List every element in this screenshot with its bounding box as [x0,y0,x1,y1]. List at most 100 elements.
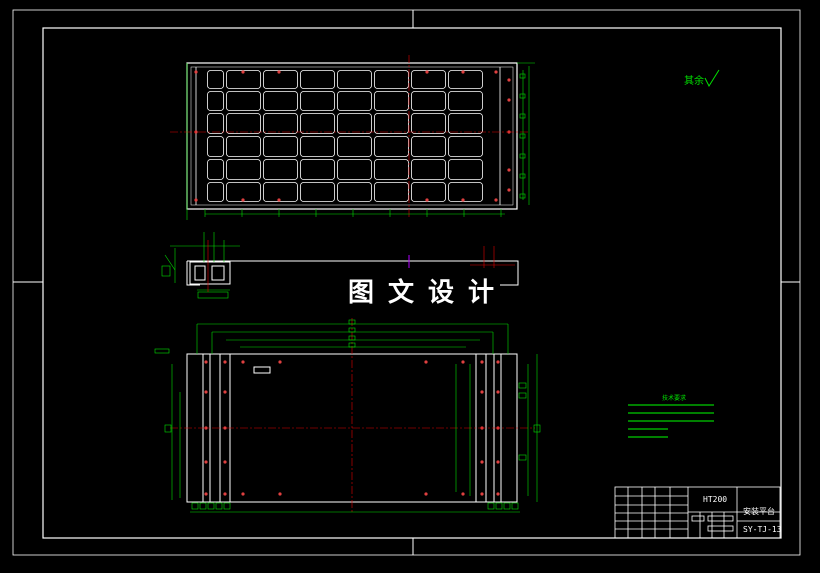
dim-box [199,502,207,510]
plan-hole [480,360,484,364]
tech-note-line [628,428,668,430]
mounting-hole [277,70,281,74]
plan-hole [204,360,208,364]
plan-hole [223,460,227,464]
title-block-drawing-code: SY-TJ-13 [743,525,782,534]
plan-hole [496,390,500,394]
plan-hole [424,360,428,364]
dim-box [519,113,526,119]
grid-pocket [226,91,261,111]
grid-pocket [374,159,409,180]
grid-pocket [411,70,446,89]
plan-hole [278,492,282,496]
grid-pocket [337,136,372,157]
grid-pocket [263,182,298,202]
grid-pocket [337,113,372,134]
dim-box [223,502,231,510]
tech-note-line [628,404,714,406]
tech-notes-title: 技术要求 [662,395,687,402]
mounting-hole [241,70,245,74]
bottom-view-plan [154,318,541,513]
title-block [614,486,781,539]
grid-pocket [263,91,298,111]
dim-box [519,133,526,139]
dim-box [215,502,223,510]
grid-pocket [207,136,224,157]
mounting-hole [494,198,498,202]
grid-pocket [300,113,335,134]
dim-box [519,153,526,159]
grid-pocket [374,182,409,202]
grid-pocket [207,91,224,111]
dim-box [519,93,526,99]
tech-note-line [628,412,714,414]
mounting-hole [494,70,498,74]
mounting-hole [461,198,465,202]
plan-hole [461,492,465,496]
mounting-hole [425,198,429,202]
grid-pocket [226,136,261,157]
plan-hole [480,460,484,464]
title-block-material: HT200 [703,495,728,504]
grid-pocket [207,113,224,134]
plan-hole [204,492,208,496]
grid-pocket [411,91,446,111]
mounting-hole [194,70,198,74]
mounting-hole [507,168,511,172]
watermark-text: 图文设计 [348,278,509,308]
top-view-grid-plate [170,55,535,220]
grid-pocket [226,113,261,134]
tech-note-line [628,436,668,438]
plan-hole [204,390,208,394]
dim-box [207,502,215,510]
plan-hole [278,360,282,364]
grid-pocket [448,136,483,157]
title-block-part-name: 安装平台 [743,507,775,516]
grid-pocket [300,136,335,157]
grid-pocket [374,136,409,157]
grid-pocket [337,70,372,89]
grid-pocket [337,182,372,202]
grid-pocket [337,91,372,111]
mounting-hole [194,198,198,202]
plan-hole [424,492,428,496]
plan-hole [480,390,484,394]
plan-hole [223,426,227,430]
grid-pocket [374,70,409,89]
dim-box [519,193,526,199]
grid-pocket [448,159,483,180]
roughness-note: 其余 [684,76,704,87]
plan-hole [496,360,500,364]
roughness-symbol [704,69,720,88]
grid-pocket [226,159,261,180]
dim-box [191,502,199,510]
plan-hole [223,360,227,364]
grid-pocket [374,91,409,111]
mounting-hole [507,188,511,192]
dim-box [519,173,526,179]
grid-pocket [411,182,446,202]
grid-pocket [448,113,483,134]
mounting-hole [241,198,245,202]
grid-pocket [300,91,335,111]
mounting-hole [277,198,281,202]
plan-hole [223,492,227,496]
grid-pocket [448,182,483,202]
grid-pocket [263,159,298,180]
plan-hole [480,492,484,496]
mounting-hole [425,70,429,74]
plan-hole [204,460,208,464]
grid-pocket [374,113,409,134]
dim-box [519,73,526,79]
grid-pocket [263,70,298,89]
tech-note-line [628,420,714,422]
plan-hole [496,460,500,464]
grid-pocket [448,91,483,111]
grid-pocket [448,70,483,89]
plan-hole [223,390,227,394]
technical-notes [628,404,714,438]
grid-pocket [263,113,298,134]
grid-pocket [411,159,446,180]
plan-hole [241,360,245,364]
grid-pocket [300,182,335,202]
